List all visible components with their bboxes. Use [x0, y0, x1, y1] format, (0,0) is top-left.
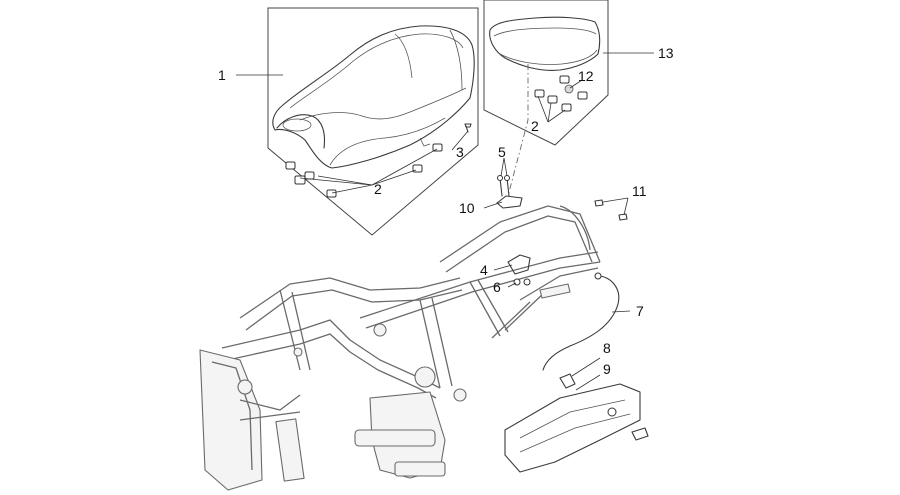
leader-11: [602, 197, 629, 203]
rider-seat-kit-box: [267, 7, 479, 236]
rubber-buffer: [304, 171, 315, 180]
cable-clip: [559, 373, 576, 389]
leader-4: [493, 264, 513, 271]
screw: [506, 177, 510, 197]
leader-2b: [547, 109, 566, 123]
callout-11: 11: [632, 183, 647, 199]
seat-lock-latch: [507, 254, 531, 275]
leader-9: [575, 374, 601, 391]
leader-2a: [371, 169, 417, 186]
leader-7: [611, 310, 631, 313]
rubber-buffer: [326, 189, 337, 198]
side-cover: [504, 383, 649, 473]
rubber-buffer: [534, 89, 545, 98]
callout-4: 4: [480, 262, 488, 278]
callout-5: 5: [498, 144, 506, 160]
cover-screw: [631, 427, 649, 441]
screw-head: [497, 175, 503, 181]
nut: [564, 84, 574, 94]
callout-2a: 2: [374, 181, 382, 197]
leader-12: [569, 79, 583, 89]
rubber-buffer: [561, 103, 572, 112]
passenger-seat: [489, 16, 601, 71]
leader-2b: [537, 95, 549, 123]
rider-seat: [272, 25, 475, 169]
rider-seat-hardware: [285, 123, 472, 198]
leader-3: [451, 130, 469, 151]
leader-5: [500, 157, 505, 177]
screw: [513, 278, 521, 286]
screws-part-11: [594, 199, 628, 221]
lock-plate: [496, 195, 523, 209]
rubber-buffer: [577, 91, 588, 100]
leader-2a: [317, 175, 373, 186]
rubber-buffer: [285, 161, 296, 170]
callout-13: 13: [658, 45, 674, 61]
seat-lock-assembly: [496, 175, 531, 286]
leader-5: [503, 157, 508, 177]
leader-2b: [547, 102, 552, 123]
leader-11: [623, 197, 629, 216]
rubber-buffer: [294, 175, 306, 185]
rubber-buffer: [547, 95, 558, 104]
callout-12: 12: [578, 68, 594, 84]
callout-2b: 2: [531, 118, 539, 134]
screw: [499, 177, 503, 197]
assembly-axis-line: [507, 64, 529, 197]
rubber-buffer: [559, 75, 570, 84]
leader-6: [507, 282, 517, 288]
callout-10: 10: [459, 200, 475, 216]
callout-7: 7: [636, 303, 644, 319]
callout-8: 8: [603, 340, 611, 356]
passenger-seat-hardware: [534, 75, 588, 112]
callout-9: 9: [603, 361, 611, 377]
screw-head: [504, 175, 510, 181]
callout-1: 1: [218, 67, 226, 83]
leader-8: [571, 357, 601, 377]
callout-3: 3: [456, 144, 464, 160]
seat-release-cable: [542, 275, 620, 371]
screw: [464, 123, 472, 133]
motorcycle-frame: [199, 205, 601, 491]
leader-2a: [299, 177, 373, 186]
leader-2a: [371, 148, 438, 186]
rubber-buffer: [432, 143, 443, 152]
leader-10: [483, 201, 503, 209]
callout-6: 6: [493, 279, 501, 295]
leader-2a: [331, 184, 373, 194]
passenger-seat-kit-box: [483, 0, 609, 146]
screw: [523, 278, 531, 286]
cable-end: [594, 272, 602, 280]
